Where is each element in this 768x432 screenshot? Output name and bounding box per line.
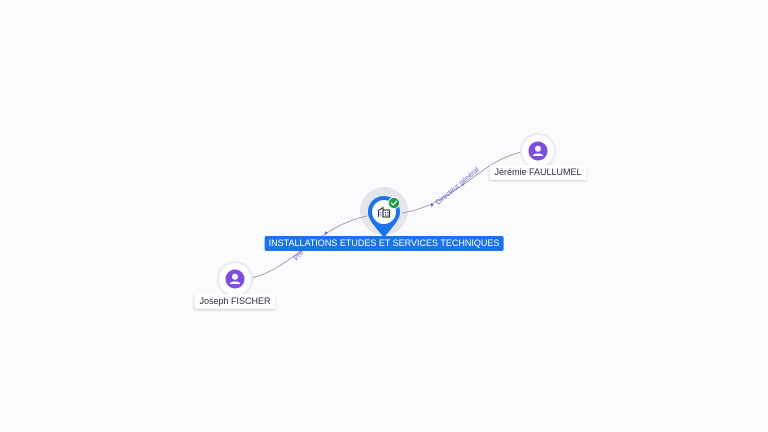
edge-label-pre: Pré: [293, 249, 305, 262]
building-icon: [377, 206, 391, 218]
person-label-jeremie[interactable]: Jérémie FAULLUMEL: [489, 165, 587, 180]
verified-check-icon: [388, 197, 400, 209]
person-icon: [528, 141, 548, 161]
person-node-jeremie[interactable]: [522, 135, 554, 167]
person-label-joseph[interactable]: Joseph FISCHER: [194, 294, 276, 309]
company-name-label[interactable]: INSTALLATIONS ETUDES ET SERVICES TECHNIQ…: [264, 236, 504, 251]
edge-arrow-joseph: [325, 231, 328, 235]
person-node-joseph[interactable]: [219, 263, 251, 295]
edge-label-directeur-general: Directeur général: [435, 166, 481, 206]
edge-company-jeremie: [401, 151, 523, 214]
edge-arrow-jeremie: [431, 203, 434, 207]
person-icon: [225, 269, 245, 289]
